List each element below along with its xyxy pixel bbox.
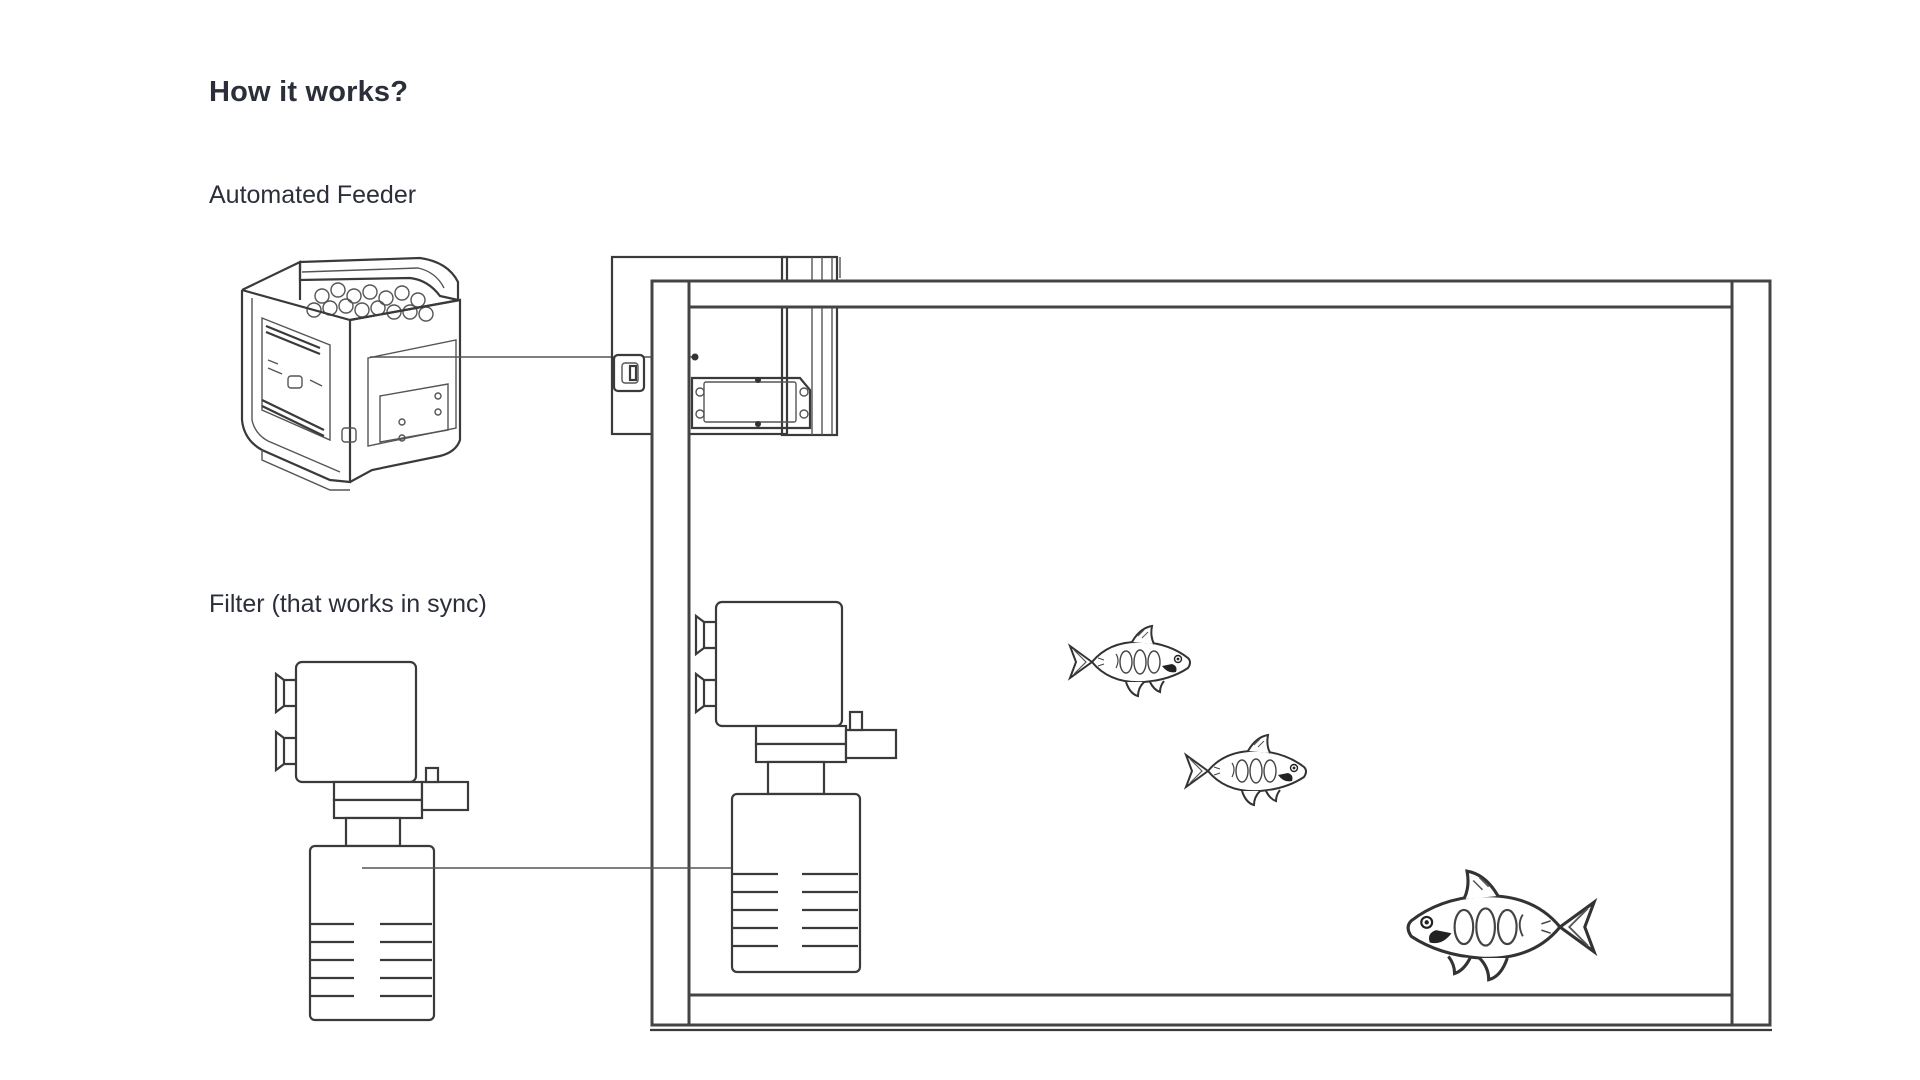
filter-device-illustration — [274, 660, 470, 1022]
fish-1 — [1069, 625, 1191, 697]
fish-3 — [1406, 869, 1596, 982]
page-title: How it works? — [209, 76, 409, 108]
fish-2 — [1185, 734, 1307, 806]
aquarium-tank — [650, 279, 1772, 1032]
feeder-label: Automated Feeder — [209, 181, 417, 209]
feeder-connector-line — [370, 353, 699, 361]
feeder-device-illustration — [240, 256, 462, 491]
tank-filter-illustration — [694, 600, 898, 974]
filter-label: Filter (that works in sync) — [209, 590, 487, 618]
